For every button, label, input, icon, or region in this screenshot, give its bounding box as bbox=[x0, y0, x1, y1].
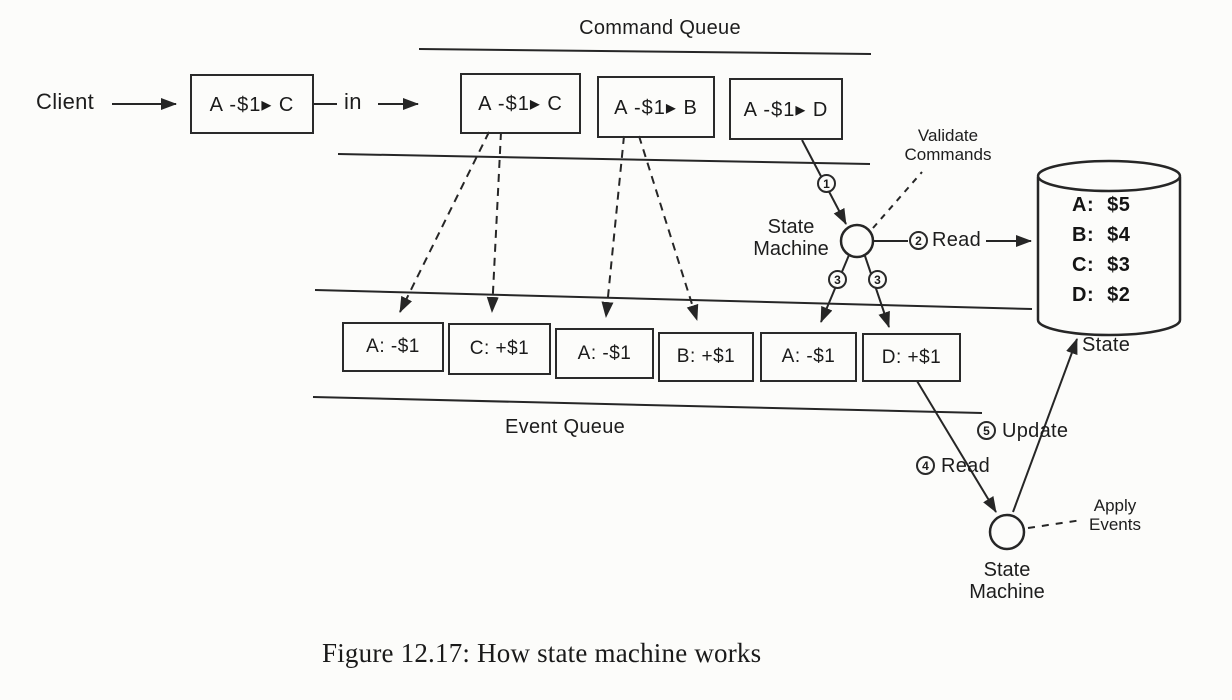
event-queue-item: A: -$1 bbox=[555, 328, 654, 379]
event-queue-item: A: -$1 bbox=[342, 322, 444, 372]
event-queue-title: Event Queue bbox=[505, 416, 626, 438]
event-queue-item: D: +$1 bbox=[862, 333, 961, 382]
event-queue-item: B: +$1 bbox=[658, 332, 754, 382]
step-3-badge: 3 bbox=[828, 270, 847, 289]
in-label: in bbox=[344, 89, 362, 114]
store-key: D: bbox=[1072, 284, 1095, 306]
store-key: B: bbox=[1072, 224, 1095, 246]
state-store-row: D: $2 bbox=[1072, 284, 1130, 307]
step-5-badge: 5 bbox=[977, 421, 996, 440]
applier-to-store-update-arrow bbox=[1012, 338, 1078, 513]
validator-label-line2: Machine bbox=[753, 238, 829, 260]
step-2-read-label: Read bbox=[932, 229, 982, 251]
event-queue-bottom-rail bbox=[312, 396, 983, 414]
state-store-cylinder-body bbox=[1036, 177, 1182, 337]
store-key: C: bbox=[1072, 254, 1095, 276]
step-1-badge: 1 bbox=[817, 174, 836, 193]
command-queue-item: A -$1▸ C bbox=[460, 73, 581, 134]
client-command-box: A -$1▸ C bbox=[190, 74, 314, 134]
step-4-badge: 4 bbox=[916, 456, 935, 475]
command-queue-item: A -$1▸ B bbox=[597, 76, 715, 138]
command-queue-bottom-rail bbox=[337, 153, 871, 165]
apply-note-line2: Events bbox=[1089, 515, 1141, 534]
step-3-badge: 3 bbox=[868, 270, 887, 289]
store-value: $5 bbox=[1107, 194, 1131, 216]
state-store-cylinder-top bbox=[1036, 159, 1182, 193]
validate-note-line1: Validate bbox=[917, 126, 979, 145]
applier-label-line2: Machine bbox=[969, 581, 1045, 603]
command2-to-event3-dashed-arrow bbox=[601, 135, 625, 318]
apply-note-line1: Apply bbox=[1093, 496, 1137, 515]
command-queue-top-rail bbox=[418, 48, 872, 55]
command1-to-event1-dashed-arrow bbox=[399, 131, 490, 313]
apply-events-dash bbox=[1027, 519, 1083, 529]
state-store-row: A: $5 bbox=[1072, 194, 1130, 217]
step-4-read-label: Read bbox=[941, 455, 991, 477]
validator-state-machine-label: State Machine bbox=[744, 216, 838, 260]
step-2-badge: 2 bbox=[909, 231, 928, 250]
validator-to-event6-arrow bbox=[864, 255, 890, 328]
event-queue-item: C: +$1 bbox=[448, 323, 551, 375]
event-queue-top-rail bbox=[314, 289, 1033, 310]
validate-commands-note: Validate Commands bbox=[893, 126, 1003, 164]
event6-to-applier-arrow bbox=[916, 380, 997, 513]
figure-caption: Figure 12.17: How state machine works bbox=[322, 638, 762, 668]
command1-to-event2-dashed-arrow bbox=[486, 131, 502, 313]
validate-note-line2: Commands bbox=[904, 145, 992, 164]
state-store-label: State bbox=[1082, 334, 1131, 356]
store-value: $3 bbox=[1107, 254, 1131, 276]
store-key: A: bbox=[1072, 194, 1095, 216]
event-queue-item: A: -$1 bbox=[760, 332, 857, 382]
applier-state-machine-node bbox=[988, 513, 1026, 551]
validator-state-machine-node bbox=[839, 223, 875, 259]
state-store-rows: A: $5 B: $4 C: $3 D: $2 bbox=[1072, 194, 1130, 307]
store-value: $4 bbox=[1107, 224, 1131, 246]
command-queue-title: Command Queue bbox=[579, 17, 741, 39]
state-store-row: B: $4 bbox=[1072, 224, 1130, 247]
apply-events-note: Apply Events bbox=[1079, 496, 1151, 534]
client-label: Client bbox=[36, 89, 95, 114]
command2-to-event4-dashed-arrow bbox=[638, 135, 699, 321]
store-value: $2 bbox=[1107, 284, 1131, 306]
command-queue-item: A -$1▸ D bbox=[729, 78, 843, 140]
applier-label-line1: State bbox=[983, 559, 1031, 581]
validate-commands-dash bbox=[872, 171, 923, 229]
applier-state-machine-label: State Machine bbox=[955, 559, 1059, 603]
step-5-update-label: Update bbox=[1002, 420, 1069, 442]
state-store-row: C: $3 bbox=[1072, 254, 1130, 277]
validator-label-line1: State bbox=[767, 216, 815, 238]
